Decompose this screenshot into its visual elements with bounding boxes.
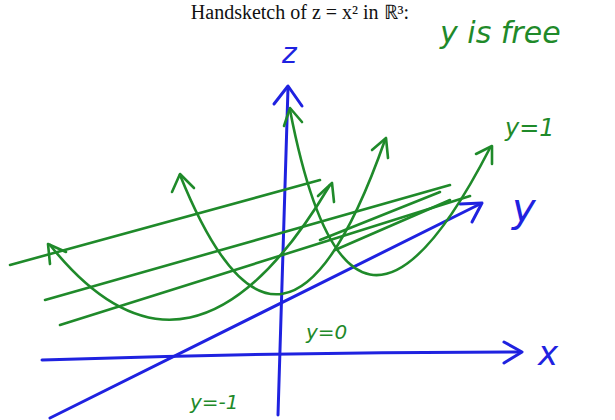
parabola-y1 <box>290 110 490 275</box>
parabola-arrow <box>372 138 388 158</box>
ruling-line <box>320 192 440 240</box>
parabola-ym1 <box>50 185 330 320</box>
parabola-y0 <box>180 140 385 294</box>
y-axis-arrow <box>460 203 482 222</box>
parabola-arrow <box>284 108 302 126</box>
x-axis-arrow <box>504 342 522 363</box>
parabola-arrow <box>48 244 66 264</box>
parabola-arrow <box>476 146 492 164</box>
parabola-arrow <box>172 174 194 192</box>
curve-label: y=1 <box>505 116 555 140</box>
note-text: y is free <box>440 18 561 48</box>
curve-label: y=-1 <box>190 392 239 412</box>
curve-label: y=0 <box>306 322 347 342</box>
axis-label: y <box>512 188 536 228</box>
ruling-line <box>60 196 470 325</box>
ruling-line <box>335 200 450 250</box>
parabola-arrow <box>318 183 334 202</box>
sketch-title: Handsketch of z = x² in ℝ³: <box>191 2 409 22</box>
axis-label: x <box>538 336 558 370</box>
axis-label: z <box>282 40 297 68</box>
z-axis-arrow <box>274 86 302 106</box>
x-axis <box>42 352 520 360</box>
